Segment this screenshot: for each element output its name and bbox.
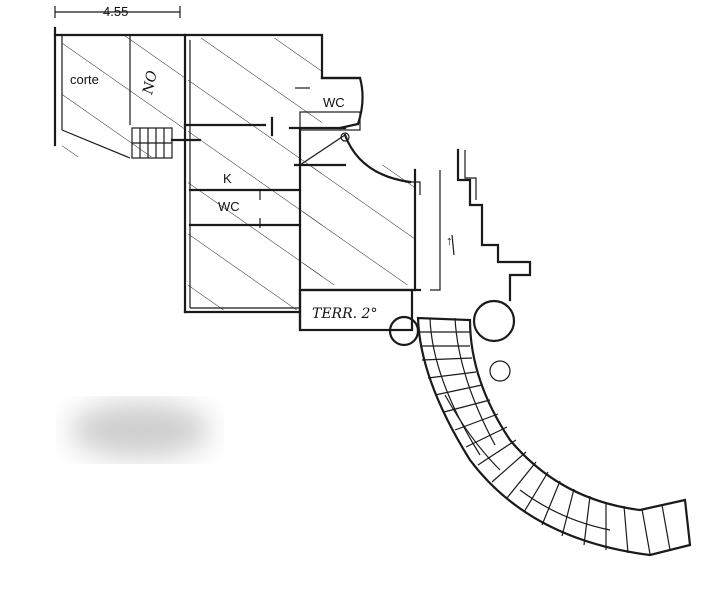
label-terrace: TERR. 2° — [312, 306, 377, 322]
stepped-wall: ↑ — [405, 148, 532, 302]
door-swing — [299, 132, 412, 184]
label-no: NO — [140, 69, 161, 97]
columns — [388, 299, 516, 382]
label-wc-bottom: WC — [218, 199, 240, 214]
wc-top-room — [295, 76, 364, 131]
curved-staircase — [416, 316, 692, 557]
dimension-label: 4.55 — [103, 4, 128, 19]
dimension-line — [54, 6, 181, 18]
scan-smudge — [70, 402, 210, 458]
terrace — [298, 288, 414, 332]
courtyard-area — [53, 26, 202, 159]
label-k: K — [223, 171, 232, 186]
house-walls — [183, 33, 422, 332]
svg-text:↑: ↑ — [446, 233, 453, 248]
label-wc-top: WC — [323, 95, 345, 110]
label-corte: corte — [70, 72, 99, 87]
